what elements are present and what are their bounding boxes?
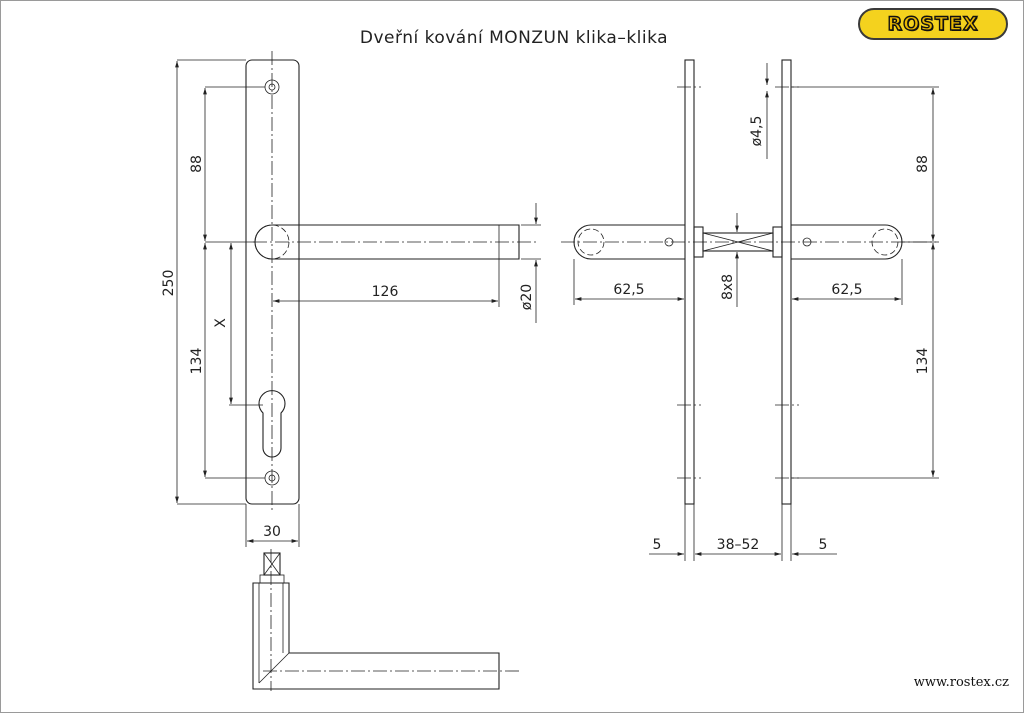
dim-projection-left: 62,5: [613, 282, 644, 298]
lever-handle: [254, 224, 520, 260]
top-screw-hole-inner: [268, 83, 276, 91]
dim-lever-diameter: ø20: [519, 284, 535, 310]
rose-section: [259, 574, 285, 584]
dim-plate-thickness-left: 5: [653, 537, 662, 553]
rostex-logo: ROSTEX: [858, 8, 1008, 40]
right-plate-section: [781, 59, 792, 505]
dim-spindle: 8x8: [720, 274, 736, 300]
side-view: 8x8 ø4,5 62,5 62,5 88 134: [561, 59, 939, 561]
front-view: 250 88 134 X 126 ø20: [161, 51, 541, 547]
drawing-title: Dveřní kování MONZUN klika–klika: [360, 28, 668, 48]
dim-x-label: X: [213, 318, 229, 328]
lever-top-view: [252, 549, 519, 691]
dim-upper-spacing: 88: [189, 155, 205, 173]
dim-plate-width: 30: [263, 524, 281, 540]
dim-lower-spacing: 134: [189, 348, 205, 375]
cylinder-keyhole: [258, 390, 286, 458]
backplate-outline: [245, 59, 300, 505]
dim-plate-thickness-right: 5: [819, 537, 828, 553]
dim-right-lower: 134: [915, 348, 931, 375]
dim-right-upper: 88: [915, 155, 931, 173]
logo-text: ROSTEX: [887, 12, 979, 35]
website-url[interactable]: www.rostex.cz: [913, 675, 1009, 690]
spindle-cross: [263, 552, 281, 576]
dim-projection-right: 62,5: [831, 282, 862, 298]
lever-bend-line: [258, 652, 290, 684]
lever-top-profile: [252, 582, 500, 690]
dim-door-thickness: 38–52: [717, 537, 760, 553]
left-plate-section: [684, 59, 695, 505]
bottom-screw-hole-inner: [268, 474, 276, 482]
dim-lever-length: 126: [372, 284, 399, 300]
dim-total-height: 250: [161, 270, 177, 297]
dim-hole-diameter: ø4,5: [749, 116, 765, 147]
